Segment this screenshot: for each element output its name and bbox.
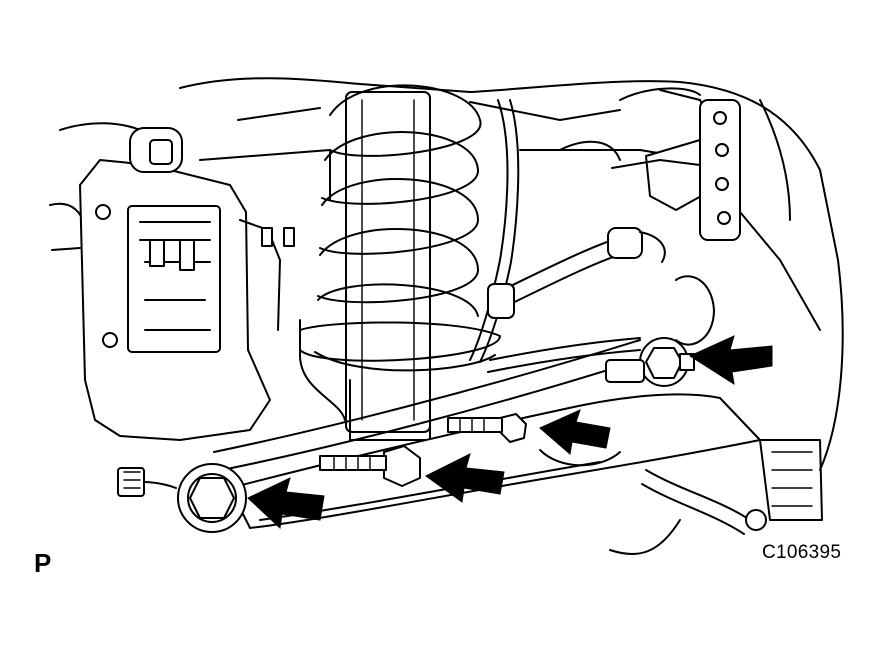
figure-code: C106395 [762, 542, 842, 563]
arrow-callout-icon [247, 335, 773, 530]
brake-caliper-icon [79, 127, 295, 441]
lower-control-arm-lower [229, 393, 761, 529]
rear-knuckle [559, 99, 823, 521]
bolt-icon [117, 337, 695, 533]
shock-absorber [299, 319, 431, 441]
lower-control-arm-upper [213, 339, 647, 471]
view-label: P [34, 548, 52, 578]
rear-links-right [609, 469, 767, 555]
coil-spring-icon [299, 84, 501, 433]
brake-hose [469, 99, 520, 363]
stabilizer-bar [487, 227, 666, 319]
toe-link [487, 337, 641, 373]
